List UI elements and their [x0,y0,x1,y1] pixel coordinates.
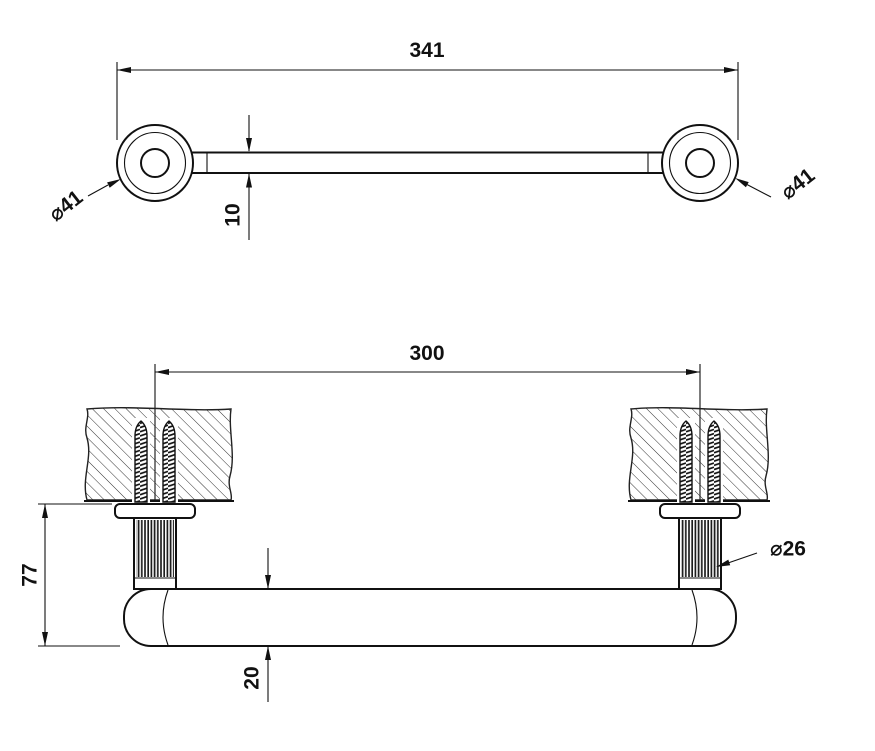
post-knurling [136,520,174,577]
callout-flange-diameter-right: ⌀41 [735,164,820,204]
wall-section-left [84,407,234,502]
dimension-label-341: 341 [409,39,444,62]
diameter-label-41-right: ⌀41 [777,164,820,204]
arrowhead [107,179,121,188]
left-flange [116,124,194,202]
flange-outer-circle [116,124,194,202]
flange-hub-circle [685,148,715,178]
section-view: 300 [19,342,806,702]
bar-end-contour [691,589,698,646]
callout-post-diameter: ⌀26 [716,538,806,567]
dimension-label-77: 77 [19,563,42,586]
mount-right [659,503,741,590]
callout-flange-diameter-left: ⌀41 [45,179,121,226]
diameter-label-26: ⌀26 [770,538,806,561]
dimension-overall-height: 77 [19,503,120,647]
mounting-screws-right [679,420,721,503]
arrowhead [716,559,731,567]
diameter-label-41-left: ⌀41 [45,186,88,226]
dimension-overall-length: 341 [116,39,739,140]
right-flange [661,124,739,202]
arrowhead [265,575,271,589]
arrowhead [246,138,252,152]
hatched-wall-block [84,407,233,501]
screw [134,420,148,503]
leader-line [745,183,772,198]
leader-line [727,552,758,564]
mounting-screws-left [134,420,176,503]
towel-bar-front [191,151,664,174]
bar-body [123,588,737,647]
arrowhead [735,178,749,188]
flange-outer-circle [661,124,739,202]
mount-left [114,503,196,590]
front-view: 341 10 [45,39,820,240]
arrowhead [686,369,700,375]
arrowhead [42,504,48,518]
dimension-label-300: 300 [409,342,444,365]
dimension-label-20: 20 [241,666,264,689]
dimension-mount-spacing: 300 [154,342,701,502]
arrowhead [42,632,48,646]
flange-inner-ring [668,131,732,195]
dimension-label-10: 10 [222,203,245,226]
arrowhead [155,369,169,375]
arrowhead [246,173,252,188]
post-knurling [681,520,719,577]
arrowhead [724,67,738,73]
hatched-wall-block [628,407,769,501]
flange-hub-circle [140,148,170,178]
screw [162,420,176,503]
screw [679,420,693,503]
dimension-bar-height: 20 [241,548,271,702]
wall-flange-plate [659,503,741,519]
bar-end-contour [162,589,169,646]
arrowhead [117,67,131,73]
wall-flange-plate [114,503,196,519]
dimension-bar-thickness: 10 [222,115,252,240]
towel-bar-section [123,588,737,647]
leader-line [87,184,109,197]
flange-inner-ring [123,131,187,195]
wall-section-right [628,407,770,502]
screw [707,420,721,503]
arrowhead [265,646,271,660]
